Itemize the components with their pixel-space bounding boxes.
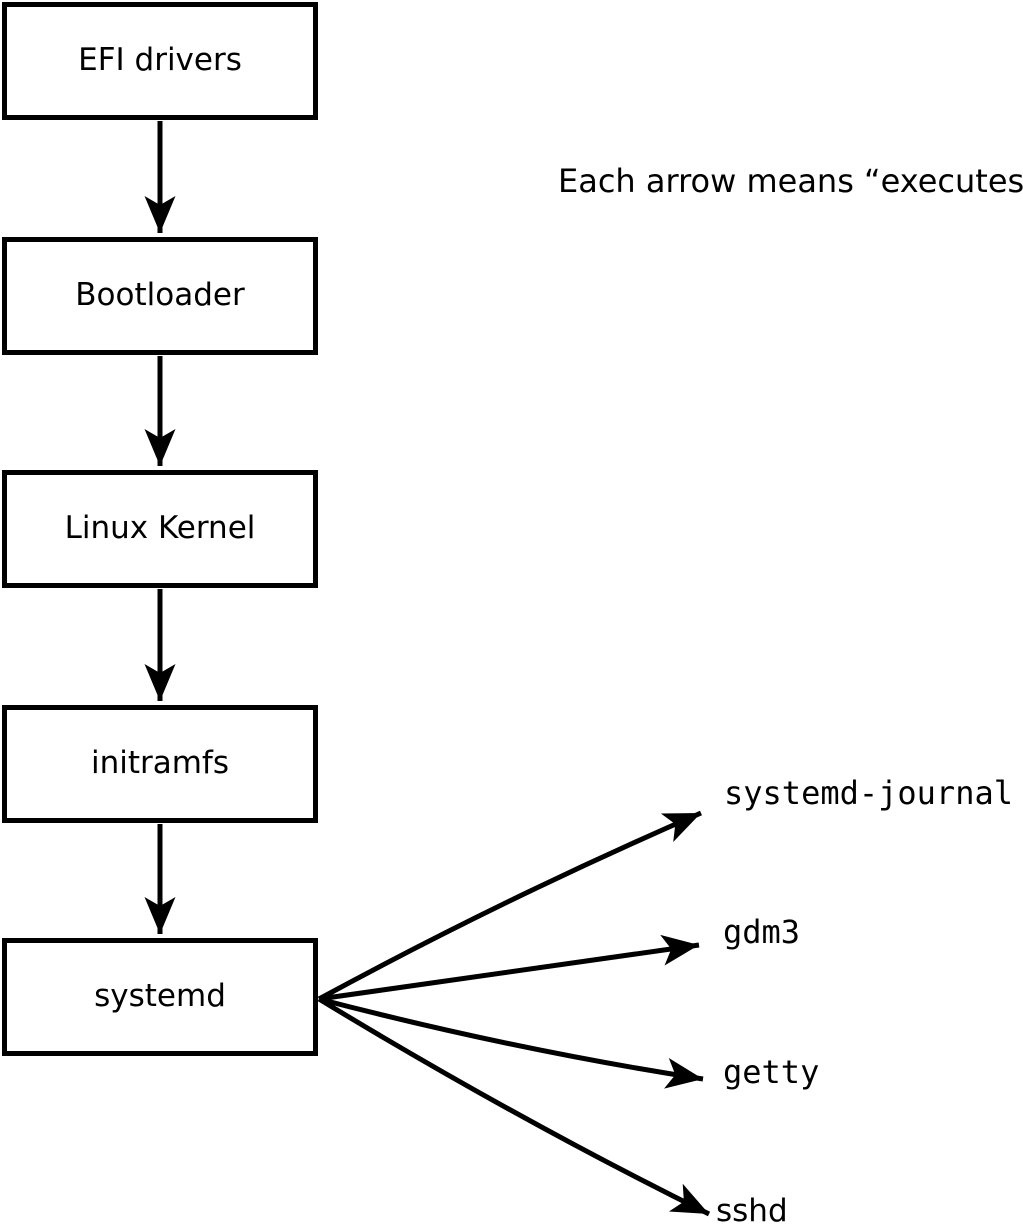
arrow-systemd-to-getty: [318, 996, 704, 1089]
spawn-label-systemd-journal: systemd-journal: [724, 774, 1013, 812]
flow-box-label: Bootloader: [75, 277, 245, 314]
flow-box-bootloader: Bootloader: [2, 237, 318, 355]
flow-box-label: initramfs: [90, 745, 230, 782]
spawn-label-getty: getty: [723, 1053, 820, 1091]
arrow-systemd-to-gdm3: [318, 934, 700, 1002]
flow-box-systemd: systemd: [2, 938, 318, 1056]
flow-box-label: systemd: [94, 978, 226, 1015]
flow-box-efi-drivers: EFI drivers: [2, 2, 318, 120]
flow-box-label: EFI drivers: [78, 42, 242, 79]
spawn-label-gdm3: gdm3: [723, 913, 801, 951]
arrow-systemd-to-journal: [317, 810, 702, 1002]
arrow-systemd-to-sshd: [317, 996, 711, 1217]
annotation-note: Each arrow means “executes”.: [558, 162, 1023, 200]
spawn-label-sshd: sshd: [716, 1193, 788, 1229]
flow-box-initramfs: initramfs: [2, 705, 318, 823]
flow-box-label: Linux Kernel: [64, 510, 256, 547]
flow-box-linux-kernel: Linux Kernel: [2, 470, 318, 588]
